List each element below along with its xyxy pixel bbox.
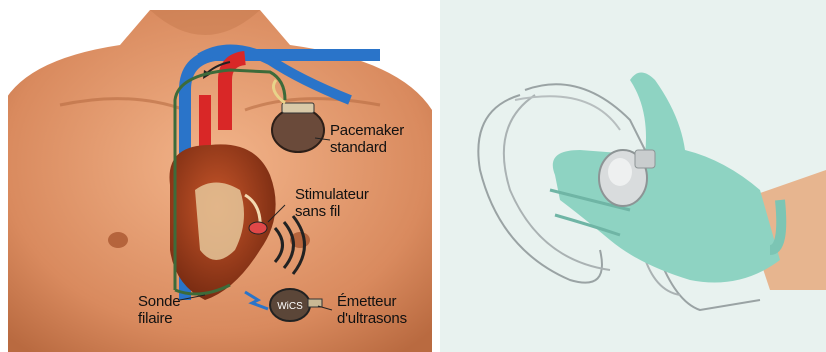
label-emetteur: Émetteur d'ultrasons bbox=[337, 293, 407, 327]
label-stimulateur: Stimulateur sans fil bbox=[295, 186, 369, 220]
label-stimulateur-line2: sans fil bbox=[295, 203, 369, 220]
gloved-hand-with-pacemaker bbox=[440, 0, 826, 352]
pacemaker-photo bbox=[440, 0, 826, 352]
label-sonde-line1: Sonde bbox=[138, 293, 180, 310]
label-sonde: Sonde filaire bbox=[138, 293, 180, 327]
label-pacemaker-line1: Pacemaker bbox=[330, 122, 404, 139]
label-stimulateur-line1: Stimulateur bbox=[295, 186, 369, 203]
label-pacemaker: Pacemaker standard bbox=[330, 122, 404, 156]
label-emetteur-line2: d'ultrasons bbox=[337, 310, 407, 327]
device-tag-text: WiCS bbox=[277, 301, 303, 312]
label-pacemaker-line2: standard bbox=[330, 139, 404, 156]
anatomy-illustration: WiCS Pacemaker standard Stimulateur sans… bbox=[0, 0, 432, 352]
label-emetteur-line1: Émetteur bbox=[337, 293, 407, 310]
label-sonde-line2: filaire bbox=[138, 310, 180, 327]
